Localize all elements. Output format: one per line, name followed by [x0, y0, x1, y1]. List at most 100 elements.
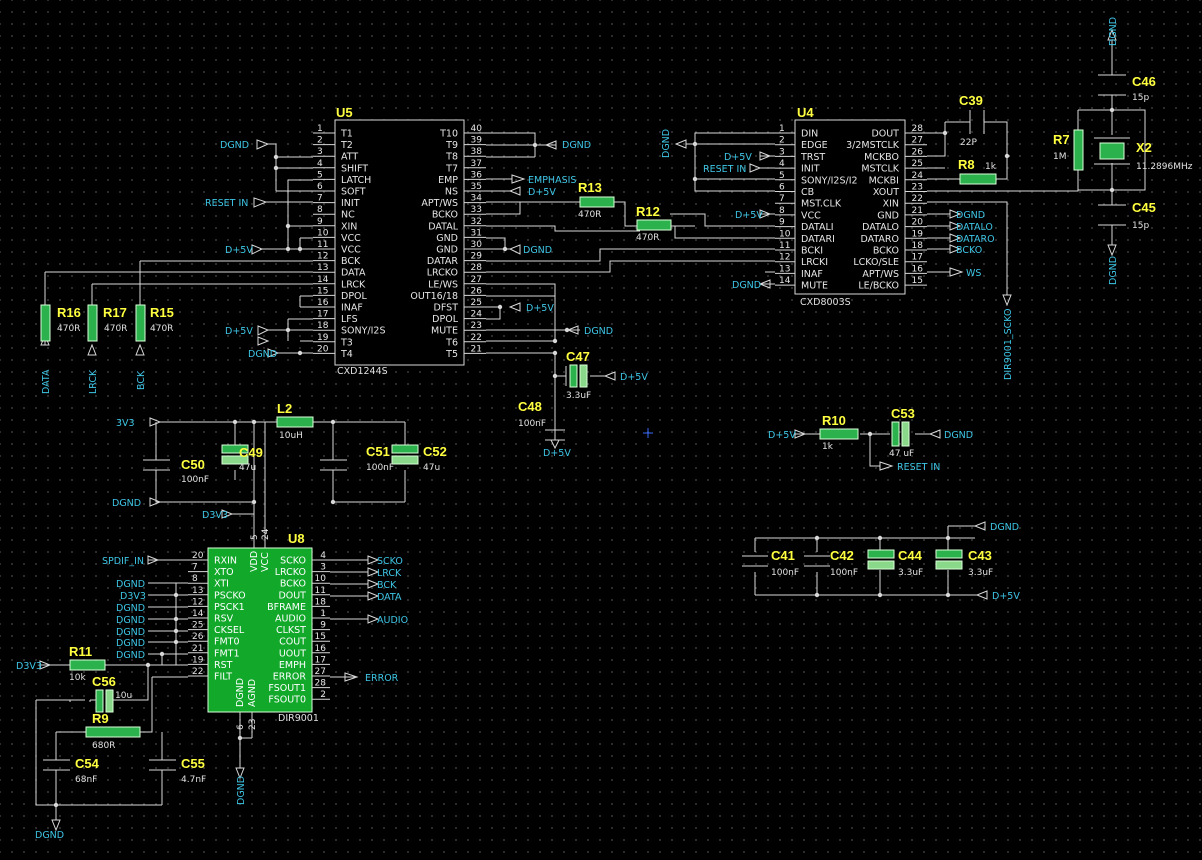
- resistor-r10[interactable]: [819, 428, 859, 440]
- resistor-r17[interactable]: [87, 304, 98, 342]
- resistor-r9[interactable]: [85, 726, 141, 738]
- resistor-r12[interactable]: [636, 219, 672, 231]
- resistor-r15[interactable]: [135, 304, 146, 342]
- cap-c39[interactable]: [965, 110, 990, 134]
- cap-c50[interactable]: [143, 459, 170, 480]
- cap-c53[interactable]: [891, 421, 910, 447]
- resistor-r8[interactable]: [959, 173, 997, 185]
- cap-c42[interactable]: [804, 555, 830, 567]
- cap-c51[interactable]: [320, 459, 347, 480]
- cap-c52[interactable]: [391, 444, 419, 465]
- cap-c41[interactable]: [742, 555, 768, 567]
- cap-c43[interactable]: [935, 549, 963, 570]
- cap-c44[interactable]: [867, 549, 895, 570]
- cap-c54[interactable]: [43, 759, 70, 790]
- u4-pin-27[interactable]: 273/2MSTCLK: [846, 136, 927, 152]
- crystal-x2[interactable]: [1094, 137, 1130, 165]
- resistor-r13[interactable]: [579, 196, 615, 208]
- inductor-l2[interactable]: [276, 416, 314, 428]
- cap-c56[interactable]: [90, 689, 120, 713]
- cap-c47[interactable]: [565, 364, 588, 388]
- cap-c46[interactable]: [1098, 74, 1126, 96]
- resistor-r7[interactable]: [1073, 129, 1084, 171]
- cap-c55[interactable]: [149, 759, 176, 790]
